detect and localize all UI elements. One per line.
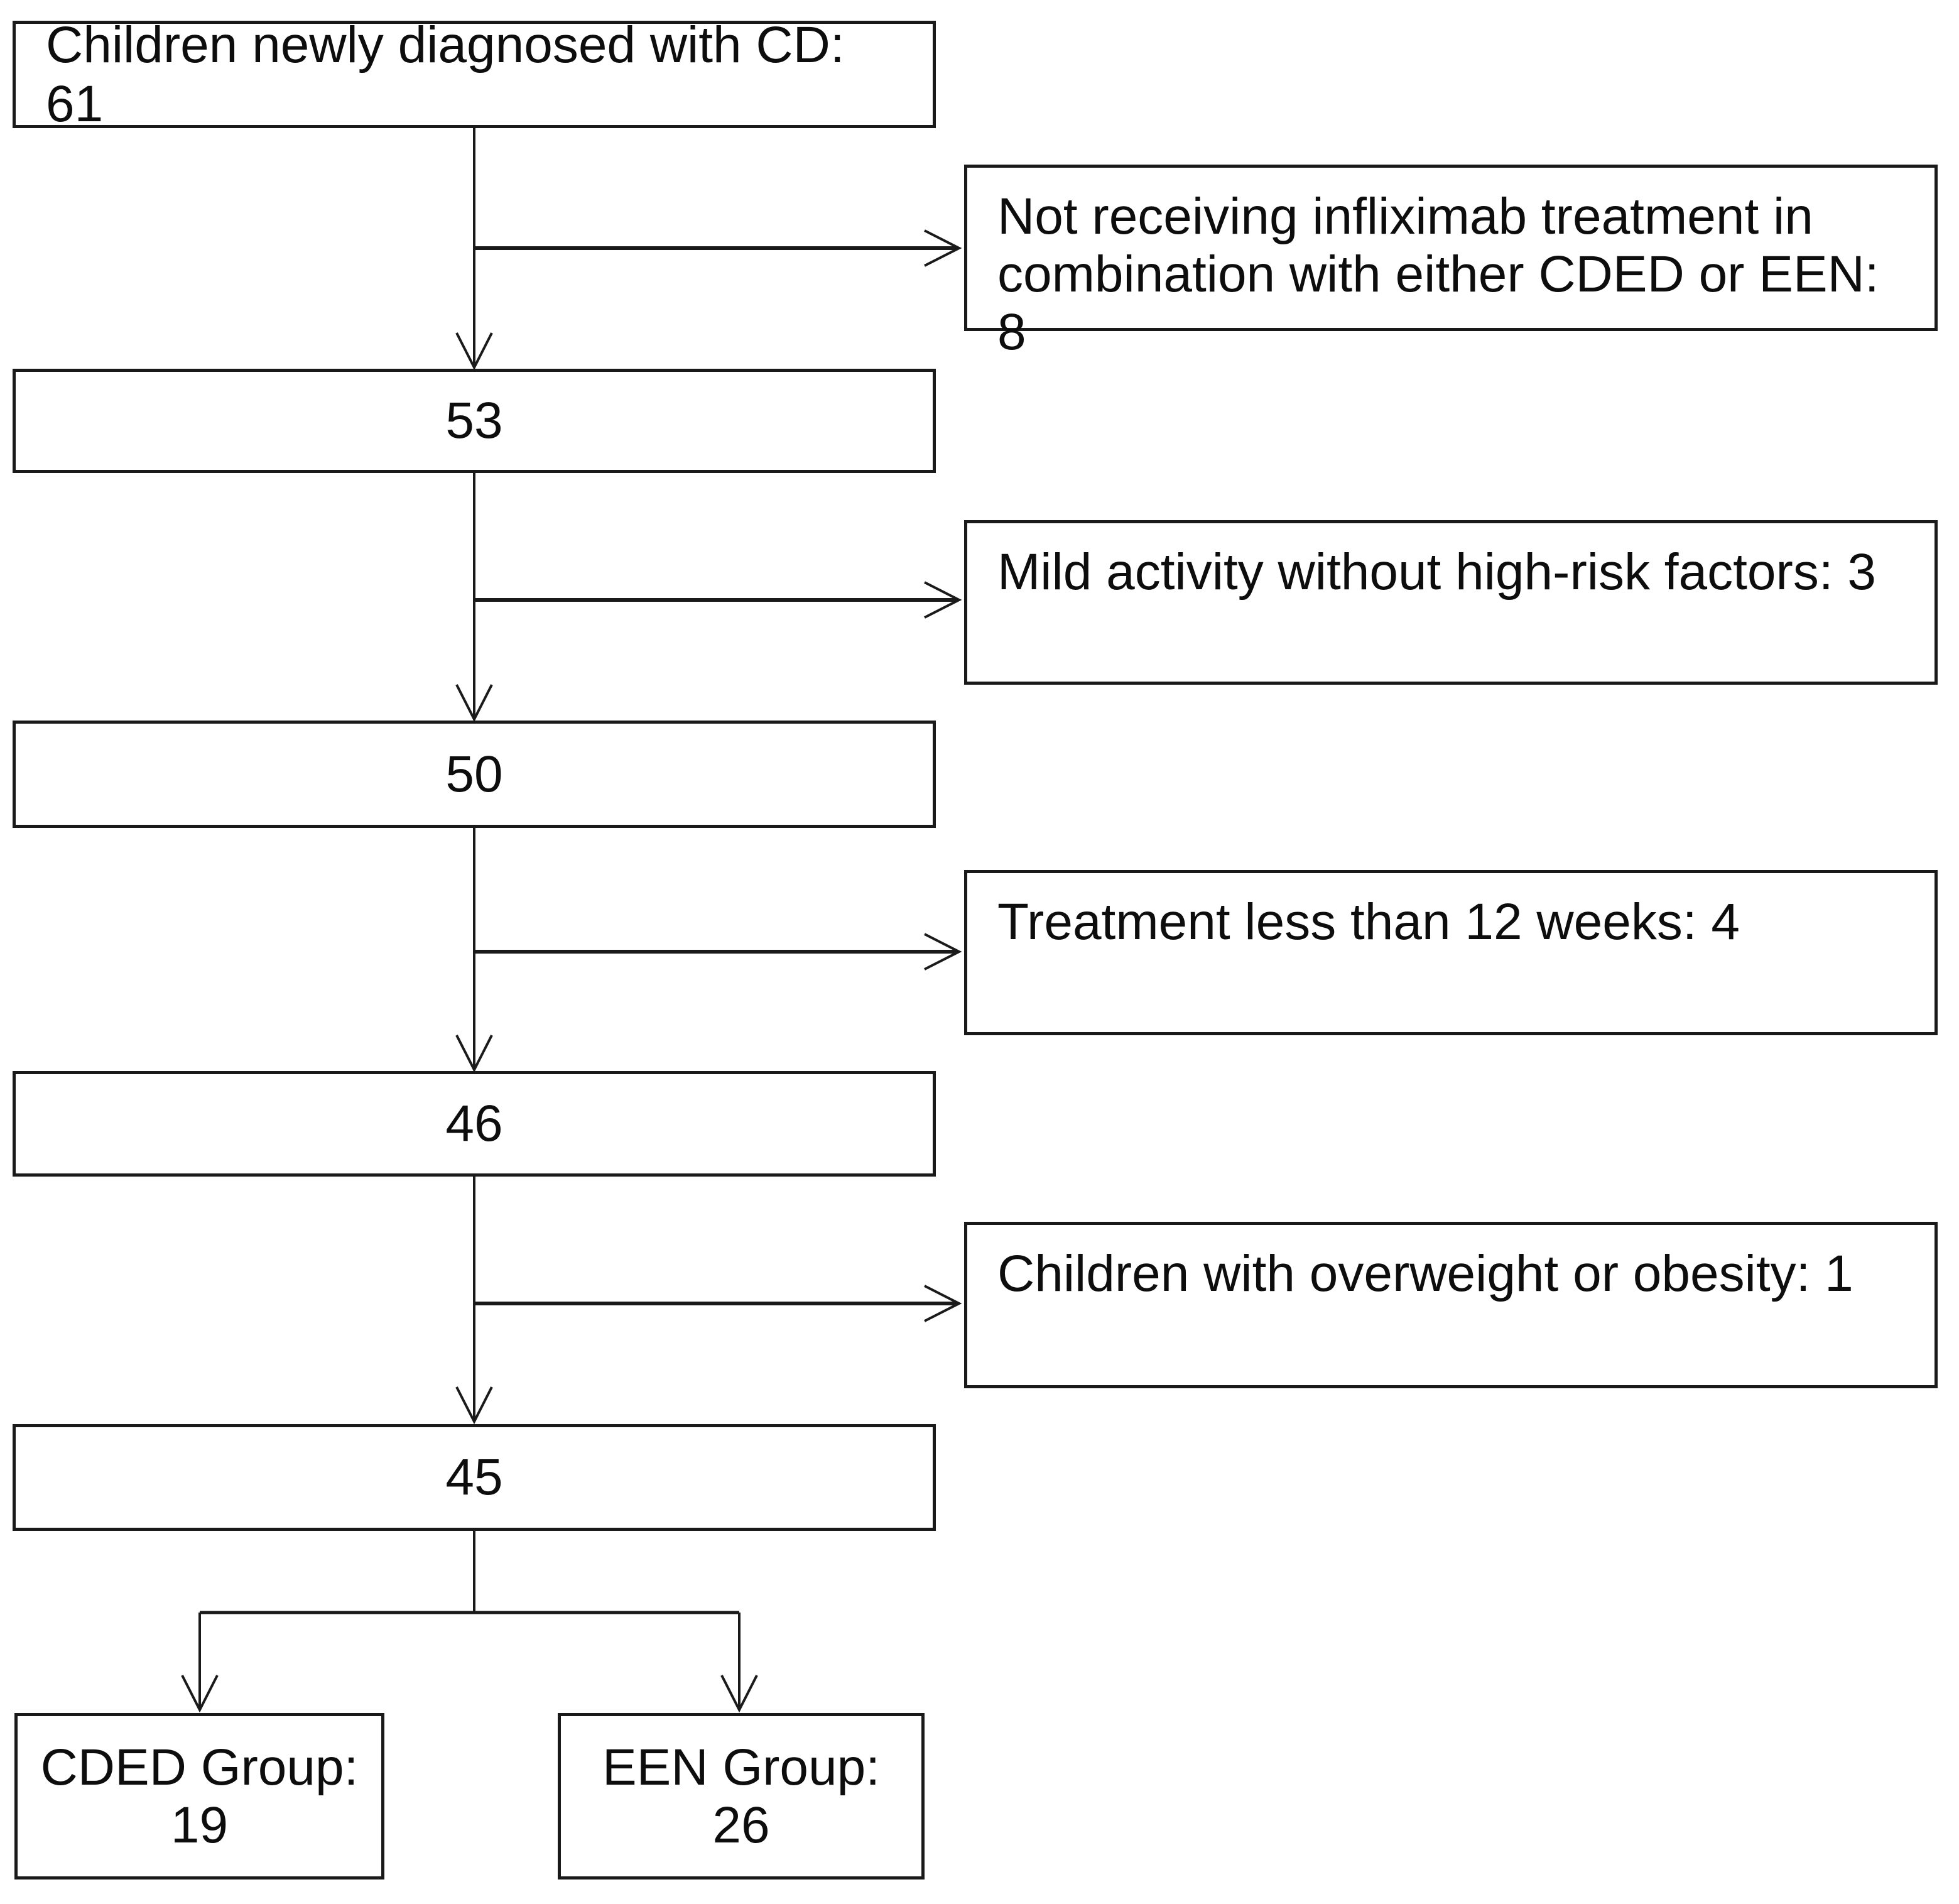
node-een-group: EEN Group: 26 <box>558 1713 925 1880</box>
node-exclusion-overweight: Children with overweight or obesity: 1 <box>964 1222 1938 1388</box>
arrowhead-down-cded <box>181 1675 219 1713</box>
arrowhead-down-2 <box>455 684 493 722</box>
node-start: Children newly diagnosed with CD: 61 <box>13 16 936 133</box>
node-exclusion-short-treatment: Treatment less than 12 weeks: 4 <box>964 870 1938 1035</box>
exclusion-1-line-2: combination with either CDED or EEN: 8 <box>997 246 1879 361</box>
cded-group-count: 19 <box>170 1796 229 1854</box>
arrowhead-right-4 <box>924 1285 962 1322</box>
arrowhead-down-3 <box>455 1035 493 1073</box>
node-count-46-label: 46 <box>445 1095 503 1152</box>
node-start-label: Children newly diagnosed with CD: 61 <box>46 16 845 133</box>
exclusion-4-line-1: Children with overweight or obesity: 1 <box>997 1245 1853 1302</box>
arrowhead-down-4 <box>455 1386 493 1425</box>
node-count-50: 50 <box>13 721 936 828</box>
exclusion-2-line-1: Mild activity without high-risk factors:… <box>997 543 1877 601</box>
node-count-46: 46 <box>13 1071 936 1177</box>
arrowhead-down-een <box>720 1675 758 1713</box>
arrowhead-right-2 <box>924 581 962 619</box>
node-count-50-label: 50 <box>445 745 503 803</box>
arrowhead-right-3 <box>924 933 962 971</box>
een-group-count: 26 <box>712 1796 770 1854</box>
node-count-45-label: 45 <box>445 1449 503 1506</box>
node-count-53-label: 53 <box>445 392 503 449</box>
exclusion-1-line-1: Not receiving infliximab treatment in <box>997 188 1813 245</box>
arrowhead-down-1 <box>455 332 493 371</box>
node-exclusion-infliximab: Not receiving infliximab treatment in co… <box>964 165 1938 361</box>
node-count-45: 45 <box>13 1424 936 1531</box>
cded-group-label: CDED Group: <box>40 1738 359 1796</box>
arrowhead-right-1 <box>924 229 962 267</box>
node-count-53: 53 <box>13 369 936 473</box>
node-cded-group: CDED Group: 19 <box>14 1713 384 1880</box>
exclusion-3-line-1: Treatment less than 12 weeks: 4 <box>997 893 1740 950</box>
een-group-label: EEN Group: <box>602 1738 881 1796</box>
node-exclusion-mild-activity: Mild activity without high-risk factors:… <box>964 520 1938 685</box>
